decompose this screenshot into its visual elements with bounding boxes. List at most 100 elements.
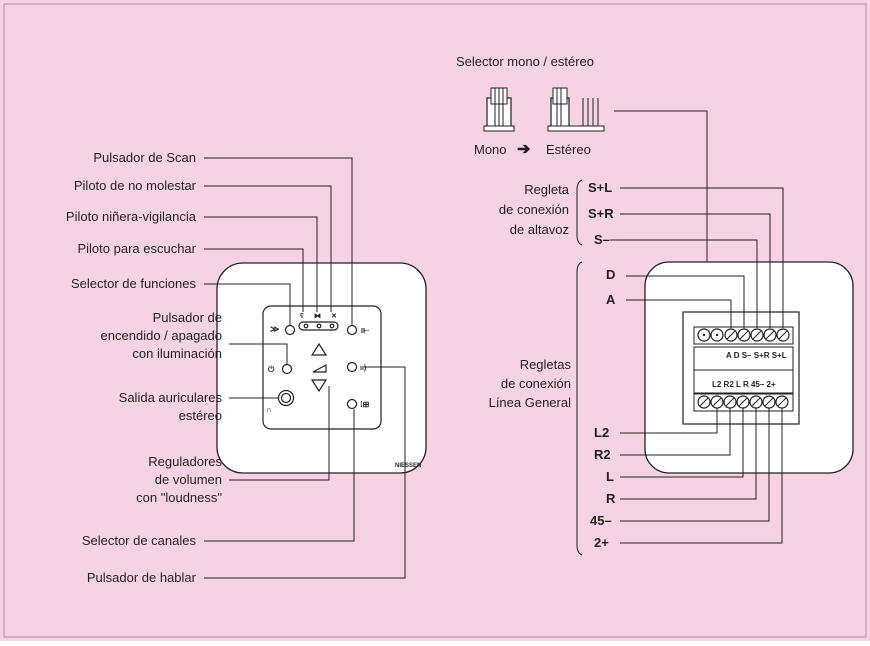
terminal-label-s-plus-l: S+L	[588, 180, 612, 195]
terminal-label-r2: R2	[594, 447, 611, 462]
channel-button[interactable]	[346, 398, 358, 410]
brace-linea-general	[576, 261, 583, 556]
function-selector-bar[interactable]	[298, 321, 339, 331]
leader-a	[626, 299, 732, 328]
label-canales: Selector de canales	[82, 533, 197, 548]
brace-altavoz	[576, 179, 583, 246]
leader-r2	[620, 408, 731, 456]
label-scan: Pulsador de Scan	[93, 150, 196, 165]
terminal-d	[737, 328, 751, 342]
label-mono: Mono	[474, 142, 507, 157]
terminal-jumper-1	[697, 328, 711, 342]
label-reguladores-3: con "loudness"	[136, 490, 222, 505]
terminal-a	[724, 328, 738, 342]
leader-45	[620, 408, 770, 522]
terminal-label-d: D	[606, 267, 615, 282]
leader-l2	[620, 408, 718, 434]
leader-canales	[204, 409, 355, 542]
label-regleta-1: Regleta	[524, 182, 570, 197]
label-reguladores-2: de volumen	[155, 472, 222, 487]
leader-hablar	[204, 366, 406, 579]
top-terminals	[697, 328, 790, 342]
label-ninera: Piloto niñera-vigilancia	[66, 209, 197, 224]
leader-d	[626, 275, 745, 328]
label-encendido-2: encendido / apagado	[101, 328, 222, 343]
terminal-label-r: R	[606, 491, 616, 506]
leader-selector	[614, 110, 708, 328]
stereo-jumper-icon	[547, 87, 605, 132]
strip-top-legend: A D S– S+R S+L	[726, 351, 787, 360]
leader-reguladores	[229, 386, 330, 481]
terminal-jumper-2	[710, 328, 724, 342]
arrow-right-icon: ➔	[517, 141, 531, 158]
label-estereo: Estéreo	[546, 142, 591, 157]
power-button[interactable]	[281, 363, 293, 375]
channel-symbol: ⁞⊞	[360, 400, 370, 409]
leader-scan	[204, 157, 353, 325]
leader-s-plus-r	[620, 213, 771, 328]
leader-ninera	[204, 216, 318, 312]
label-regleta-3: de altavoz	[510, 222, 569, 237]
volume-down-icon[interactable]	[310, 379, 328, 393]
selector-title: Selector mono / estéreo	[456, 54, 594, 69]
volume-up-icon[interactable]	[310, 342, 328, 356]
volume-level-icon	[312, 363, 327, 373]
leader-selector-funciones	[204, 283, 291, 325]
headphone-jack[interactable]	[280, 392, 292, 404]
dnd-led	[329, 323, 335, 329]
leader-s-plus-l	[620, 187, 784, 328]
strip-bottom-legend: L2 R2 L R 45– 2+	[712, 380, 776, 389]
terminal-label-45: 45–	[590, 513, 612, 528]
label-escuchar: Piloto para escuchar	[77, 241, 196, 256]
label-hablar: Pulsador de hablar	[87, 570, 197, 585]
frame-border	[3, 3, 867, 638]
terminal-label-s-minus: S–	[594, 232, 610, 247]
left-labels: Pulsador de Scan Piloto de no molestar P…	[66, 150, 223, 585]
talk-button[interactable]	[346, 361, 358, 373]
label-regletas-3: Línea General	[489, 395, 572, 410]
label-regletas-1: Regletas	[520, 357, 572, 372]
leader-r	[620, 408, 757, 500]
scan-symbol: ≫	[270, 324, 279, 334]
label-selector-funciones: Selector de funciones	[71, 276, 197, 291]
headphones-icon: ∩	[266, 405, 272, 414]
terminal-s-plus-l	[776, 328, 790, 342]
terminal-label-s-plus-r: S+R	[588, 206, 614, 221]
label-regleta-2: de conexión	[499, 202, 569, 217]
terminal-label-l: L	[606, 469, 614, 484]
label-regletas-2: de conexión	[501, 376, 571, 391]
listen-symbol: ʕ	[300, 313, 304, 320]
terminal-label-a: A	[606, 292, 616, 307]
leader-encendido	[229, 343, 288, 364]
label-no-molestar: Piloto de no molestar	[74, 178, 197, 193]
left-leader-lines	[204, 157, 406, 579]
label-auriculares-2: estéreo	[179, 408, 222, 423]
scan-right-symbol: ⊪·	[361, 327, 369, 335]
label-auriculares-1: Salida auriculares	[119, 390, 223, 405]
bottom-terminals	[697, 395, 789, 409]
talk-symbol: ıı)	[360, 365, 366, 372]
leader-l	[620, 408, 744, 478]
baby-symbol: ⧓	[314, 313, 321, 320]
leader-2plus	[620, 408, 783, 544]
label-reguladores-1: Reguladores	[148, 454, 222, 469]
leader-s-minus	[610, 239, 758, 328]
terminal-s-minus	[750, 328, 764, 342]
headphone-jack-outer	[277, 389, 295, 407]
terminal-label-2plus: 2+	[594, 535, 609, 550]
power-symbol: ⏻	[268, 365, 275, 374]
scan-right-button[interactable]	[346, 324, 358, 336]
mono-jumper-icon	[483, 87, 515, 132]
baby-led	[316, 323, 322, 329]
listen-led	[303, 323, 309, 329]
brand-logo: NIESSEN	[395, 463, 421, 469]
label-encendido-1: Pulsador de	[153, 310, 222, 325]
terminal-label-l2: L2	[594, 425, 609, 440]
do-not-disturb-symbol: ✕	[331, 313, 337, 320]
leader-escuchar	[204, 248, 304, 312]
label-encendido-3: con iluminación	[132, 346, 222, 361]
scan-button[interactable]	[284, 324, 296, 336]
terminal-s-plus-r	[763, 328, 777, 342]
